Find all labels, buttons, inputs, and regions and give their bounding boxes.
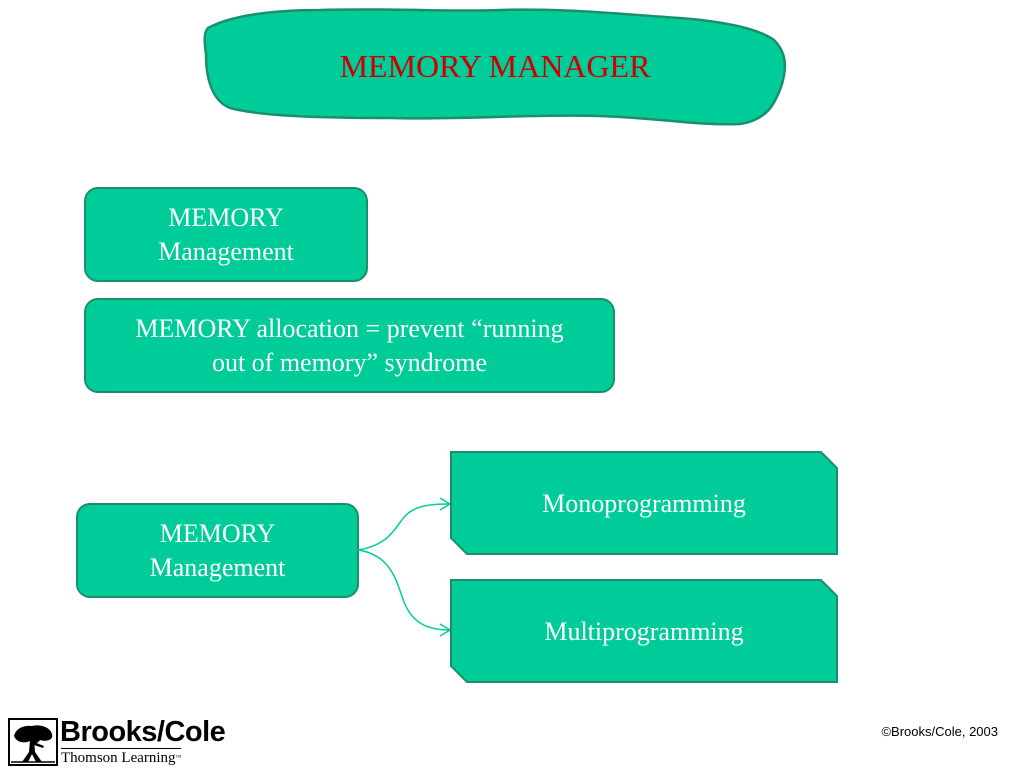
box-line: out of memory” syndrome xyxy=(211,347,488,377)
monoprogramming-shape xyxy=(450,451,838,555)
box-line: MEMORY allocation = prevent “running xyxy=(135,313,564,343)
box-line: MEMORY xyxy=(168,202,284,232)
box-line: Management xyxy=(149,552,286,582)
memory-allocation-box: MEMORY allocation = prevent “running out… xyxy=(84,298,615,393)
logo-name: Brooks/Cole xyxy=(60,716,226,748)
brooks-cole-logo: Brooks/Cole Thomson Learning™ xyxy=(8,716,248,767)
arrow-to-monoprogramming xyxy=(357,503,451,551)
box-line: MEMORY xyxy=(159,518,276,548)
logo-subtitle: Thomson Learning™ xyxy=(61,748,182,767)
tree-icon xyxy=(8,718,58,766)
arrow-to-multiprogramming xyxy=(357,549,451,631)
logo-subtitle-text: Thomson Learning xyxy=(61,750,176,766)
trademark-mark: ™ xyxy=(175,755,182,761)
box-line: Management xyxy=(158,236,294,266)
multiprogramming-shape xyxy=(450,579,838,683)
page-title: MEMORY MANAGER xyxy=(339,48,651,84)
title-banner-shape xyxy=(203,8,787,126)
memory-management-box-top: MEMORY Management xyxy=(84,187,368,282)
memory-management-box-tree: MEMORY Management xyxy=(76,503,359,598)
multiprogramming-label: Multiprogramming xyxy=(544,617,744,646)
monoprogramming-label: Monoprogramming xyxy=(542,489,746,518)
copyright-text: ©Brooks/Cole, 2003 xyxy=(881,724,998,739)
